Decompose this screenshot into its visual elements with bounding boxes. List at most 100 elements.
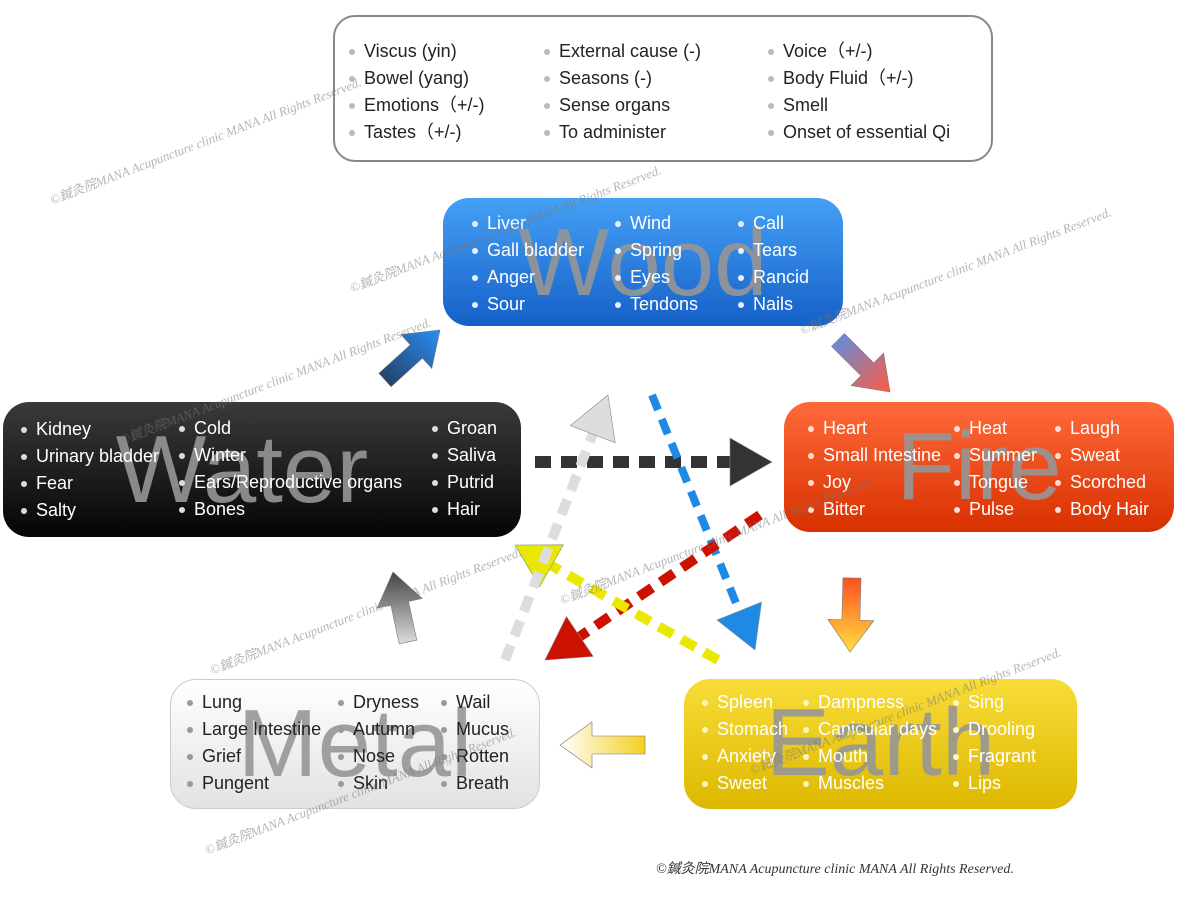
- arrow-wood-controls-earth-head: [716, 601, 762, 651]
- list-item: Wind: [613, 210, 698, 237]
- arrow-metal-controls-wood-head: [569, 394, 616, 444]
- list-item: Salty: [19, 497, 159, 524]
- list-item: Eyes: [613, 264, 698, 291]
- list-item: Breath: [439, 770, 509, 797]
- list-item: Autumn: [336, 716, 419, 743]
- list-item: Grief: [185, 743, 321, 770]
- list-item: Pungent: [185, 770, 321, 797]
- list-item: Bitter: [806, 496, 941, 523]
- list-item: Large Intestine: [185, 716, 321, 743]
- arrow-water-controls-fire-head: [729, 437, 773, 487]
- list-item: Body Hair: [1053, 496, 1149, 523]
- list-item: Drooling: [951, 716, 1036, 743]
- list-item: Rancid: [736, 264, 809, 291]
- list-item: Nails: [736, 291, 809, 318]
- list-item: Gall bladder: [470, 237, 584, 264]
- list-item: Wail: [439, 689, 509, 716]
- list-item: Sour: [470, 291, 584, 318]
- list-item: Sweat: [1053, 442, 1149, 469]
- list-item: Summer: [952, 442, 1037, 469]
- list-item: Dampness: [801, 689, 937, 716]
- arrow-wood-controls-earth-line: [648, 393, 743, 613]
- copyright-notice: ©鍼灸院MANA Acupuncture clinic MANA All Rig…: [656, 862, 1014, 877]
- arrow-metal-to-water: [376, 571, 423, 645]
- list-item: Fragrant: [951, 743, 1036, 770]
- list-item: Body Fluid（+/-): [766, 65, 950, 92]
- list-item: To administer: [542, 119, 701, 146]
- list-item: Tears: [736, 237, 809, 264]
- list-item: Lung: [185, 689, 321, 716]
- list-item: Putrid: [430, 469, 497, 496]
- list-item: Scorched: [1053, 469, 1149, 496]
- list-item: Liver: [470, 210, 584, 237]
- list-item: Urinary bladder: [19, 443, 159, 470]
- list-item: Emotions（+/-): [347, 92, 485, 119]
- arrow-earth-controls-water-head: [514, 544, 564, 588]
- list-item: Winter: [177, 442, 402, 469]
- list-item: Bones: [177, 496, 402, 523]
- list-item: Spleen: [700, 689, 788, 716]
- list-item: Bowel (yang): [347, 65, 485, 92]
- list-item: Sense organs: [542, 92, 701, 119]
- list-item: Dryness: [336, 689, 419, 716]
- list-item: Joy: [806, 469, 941, 496]
- list-item: Muscles: [801, 770, 937, 797]
- list-item: Tendons: [613, 291, 698, 318]
- list-item: Hair: [430, 496, 497, 523]
- list-item: Nose: [336, 743, 419, 770]
- list-item: Viscus (yin): [347, 38, 485, 65]
- list-item: Groan: [430, 415, 497, 442]
- list-item: Seasons (-): [542, 65, 701, 92]
- list-item: Tongue: [952, 469, 1037, 496]
- list-item: Mouth: [801, 743, 937, 770]
- arrow-fire-to-earth: [827, 577, 875, 653]
- list-item: Sweet: [700, 770, 788, 797]
- arrow-earth-controls-water-line: [549, 561, 721, 665]
- list-item: Mucus: [439, 716, 509, 743]
- list-item: Stomach: [700, 716, 788, 743]
- list-item: External cause (-): [542, 38, 701, 65]
- list-item: Pulse: [952, 496, 1037, 523]
- list-item: Spring: [613, 237, 698, 264]
- legend-column-1: Viscus (yin)Bowel (yang)Emotions（+/-)Tas…: [347, 38, 485, 146]
- list-item: Anxiety: [700, 743, 788, 770]
- list-item: Onset of essential Qi: [766, 119, 950, 146]
- legend-column-2: External cause (-)Seasons (-)Sense organ…: [542, 38, 701, 146]
- list-item: Rotten: [439, 743, 509, 770]
- list-item: Small Intestine: [806, 442, 941, 469]
- list-item: Canicular days: [801, 716, 937, 743]
- arrow-fire-controls-metal-head: [544, 616, 594, 661]
- list-item: Fear: [19, 470, 159, 497]
- list-item: Tastes（+/-): [347, 119, 485, 146]
- list-item: Ears/Reproductive organs: [177, 469, 402, 496]
- list-item: Heart: [806, 415, 941, 442]
- list-item: Laugh: [1053, 415, 1149, 442]
- arrow-metal-controls-wood-line: [500, 432, 598, 662]
- arrow-fire-controls-metal-line: [577, 510, 763, 641]
- arrow-wood-to-fire: [831, 333, 891, 393]
- list-item: Saliva: [430, 442, 497, 469]
- arrow-earth-to-metal: [559, 721, 646, 769]
- legend-box: Viscus (yin)Bowel (yang)Emotions（+/-)Tas…: [333, 15, 993, 162]
- list-item: Anger: [470, 264, 584, 291]
